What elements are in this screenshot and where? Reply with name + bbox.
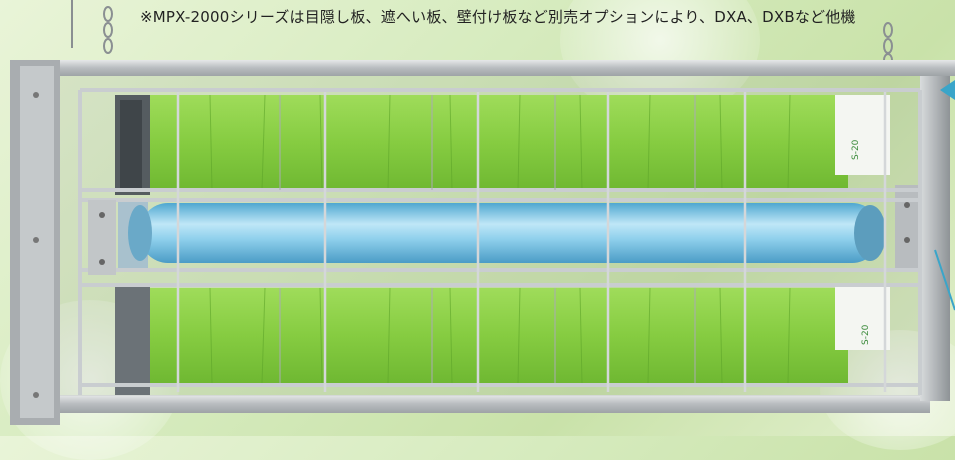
frame-bottom-rail <box>60 395 930 413</box>
hanging-chain-left <box>71 0 113 54</box>
product-photo: S-20 S-20 <box>10 0 955 425</box>
frame-top-rail <box>10 60 955 76</box>
upper-board-label: S-20 <box>851 139 861 160</box>
hanging-chain-right <box>883 22 893 67</box>
frame-right-side <box>920 76 950 401</box>
left-lamp-bracket <box>88 200 116 275</box>
lower-board-label: S-20 <box>861 324 871 345</box>
caption-text: ※MPX-2000シリーズは目隠し板、遮へい板、壁付け板など別売オプションにより… <box>140 8 856 26</box>
right-lamp-bracket <box>895 185 920 270</box>
wire-guard <box>78 88 922 395</box>
upper-glue-board: S-20 <box>148 94 890 191</box>
callout-lines <box>934 80 955 311</box>
uv-lamp-tube <box>128 203 886 263</box>
lower-glue-board: S-20 <box>148 285 890 384</box>
wire-guard-verticals <box>176 92 887 392</box>
